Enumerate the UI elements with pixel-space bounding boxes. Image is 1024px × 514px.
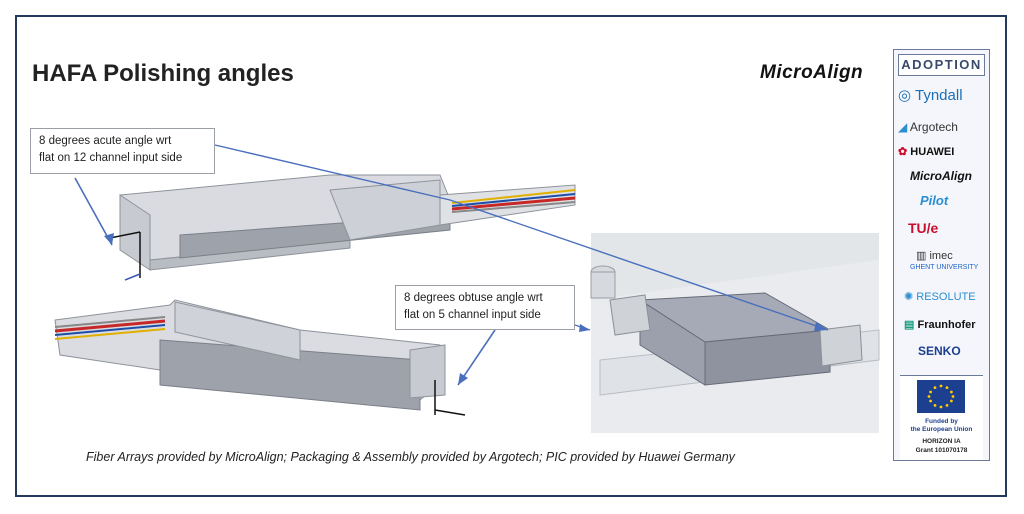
callout-acute-angle: 8 degrees acute angle wrt flat on 12 cha… [30, 128, 215, 174]
imec-logo: ▥ imec [916, 249, 1003, 262]
argotech-logo: ◢ Argotech [898, 120, 985, 134]
callout-obtuse-line1: 8 degrees obtuse angle wrt [404, 292, 543, 304]
tyndall-logo: ◎ Tyndall [898, 86, 985, 104]
detail-view [590, 233, 880, 433]
callout-obtuse-angle: 8 degrees obtuse angle wrt flat on 5 cha… [395, 285, 575, 330]
eu-flag-icon [917, 380, 965, 413]
argotech-icon: ◢ [898, 120, 908, 134]
fraunhofer-logo: ▤ Fraunhofer [904, 318, 991, 331]
huawei-label: HUAWEI [910, 146, 955, 158]
resolute-label: RESOLUTE [916, 291, 976, 303]
microalign-brand-logo: MicroAlign [760, 62, 864, 83]
ghent-logo: GHENT UNIVERSITY [910, 264, 979, 271]
fraunhofer-label: Fraunhofer [917, 319, 976, 331]
pilot-logo: Pilot [920, 193, 949, 208]
eu-funded-line1: Funded by [925, 418, 958, 425]
resolute-icon: ✺ [904, 291, 914, 303]
imec-label: imec [929, 250, 953, 262]
argotech-label: Argotech [909, 120, 958, 134]
upper-assembly [109, 174, 576, 281]
huawei-icon: ✿ [898, 146, 908, 158]
huawei-logo: ✿ HUAWEI [898, 145, 985, 158]
microalign-partner-logo: MicroAlign [910, 169, 972, 183]
eu-horizon-label: HORIZON IA [922, 438, 961, 445]
callout-acute-line1: 8 degrees acute angle wrt [39, 135, 172, 147]
callout-acute-line2: flat on 12 channel input side [39, 152, 183, 164]
lower-assembly [54, 299, 466, 416]
imec-icon: ▥ [916, 250, 927, 262]
eu-grant-label: Grant 101070178 [915, 447, 968, 454]
partner-sidebar: ADOPTION ◎ Tyndall ◢ Argotech ✿ HUAWEI M… [893, 49, 990, 461]
callout-obtuse-line2: flat on 5 channel input side [404, 309, 541, 321]
slide-title: HAFA Polishing angles [32, 60, 294, 87]
eu-funded-line2: the European Union [910, 426, 973, 433]
fraunhofer-icon: ▤ [904, 319, 915, 331]
tue-logo: TU/e [908, 220, 939, 236]
senko-logo: SENKO [918, 344, 961, 358]
resolute-logo: ✺ RESOLUTE [904, 290, 991, 303]
tyndall-label: Tyndall [915, 87, 963, 104]
slide-caption: Fiber Arrays provided by MicroAlign; Pac… [86, 450, 735, 464]
callout-arrows [74, 144, 829, 386]
adoption-logo: ADOPTION [898, 54, 985, 76]
eu-funding-badge: Funded by the European Union HORIZON IA … [900, 375, 983, 460]
tyndall-icon: ◎ [898, 87, 912, 104]
